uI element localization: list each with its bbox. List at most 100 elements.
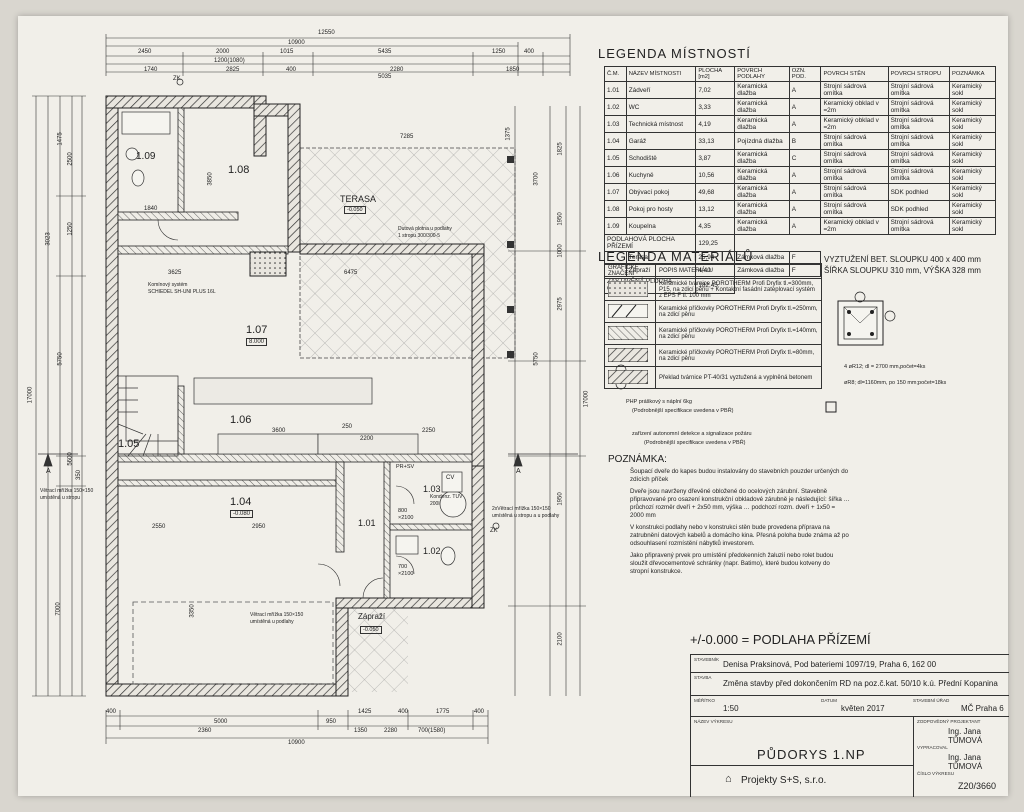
porch-level: -0.050 [360, 626, 382, 634]
section-a-right: A [516, 468, 521, 475]
dimension-lines-right [508, 106, 586, 696]
dim-bottom-2360: 2360 [198, 728, 212, 734]
column-rebar-2: øR8; dl=1160mm, po 150 mm;počet=18ks [844, 380, 947, 386]
cell: Keramický sokl [948, 166, 997, 184]
dim-left-1250: 1250 [67, 222, 74, 236]
cell: Pojízdná dlažba [734, 132, 790, 150]
room-label-1.06: 1.06 [230, 414, 252, 426]
cell: Keramický obklad v =2m [820, 217, 889, 235]
tb-label: DATUM [821, 698, 837, 703]
note-vent-2: Větrací mřížka 150×150 [250, 612, 304, 618]
garage-door-line [132, 601, 334, 685]
cell: Technická místnost [625, 115, 697, 133]
dim-top-1850: 1850 [506, 67, 520, 73]
drawing-sheet: 1.09 1.08 1.07 8.000 1.06 1.05 1.04 -0.0… [18, 16, 1009, 797]
cell: A [788, 98, 822, 116]
room-legend-header: Č.M. NÁZEV MÍSTNOSTI PLOCHA [m2] POVRCH … [604, 66, 997, 82]
door-size-1: 800 [398, 508, 408, 514]
swatch-hatch-80 [604, 344, 656, 367]
cell: Koupelna [625, 217, 697, 235]
chimney [249, 251, 287, 277]
room-label-1.04: 1.04 [230, 496, 252, 508]
cell: 1.07 [604, 183, 627, 201]
cell: Keramická dlažba [734, 115, 790, 133]
room-label-1.03: 1.03 [423, 484, 441, 494]
cell: Keramická dlažba [734, 81, 790, 99]
dim-inner-2550: 2550 [152, 524, 166, 530]
dimension-lines-left [32, 95, 86, 697]
porch-label: Zápraží [358, 612, 386, 621]
bathroom-fixtures [121, 111, 467, 566]
cell: Strojní sádrová omítka [887, 217, 950, 235]
tb-label: MĚŘÍTKO [694, 698, 715, 703]
header-cell: Č.M. [604, 66, 627, 82]
cell: Keramický sokl [948, 200, 997, 218]
section-a-left: A [46, 468, 51, 475]
dim-top-total: 12550 [318, 30, 335, 36]
dim-right-1825: 1825 [557, 142, 564, 156]
table-row: Keramické příčkovky POROTHERM Profi Dryf… [604, 322, 822, 345]
dim-inner-3350: 3350 [189, 604, 196, 618]
symbol-eps-2: (Podrobnější specifikace uvedena v PBŘ) [644, 440, 746, 446]
cell [735, 235, 996, 252]
dim-bottom-1350: 1350 [354, 728, 368, 734]
cell: SDK podhled [887, 200, 950, 218]
dim-right-3700: 3700 [533, 172, 540, 186]
header-cell: GRAFICKÉ ZNAČENÍ [604, 263, 656, 279]
swatch-hatch-250 [604, 300, 656, 323]
dim-inner-3625: 3625 [168, 270, 182, 276]
note-paragraph: V konstrukci podlahy nebo v konstrukci s… [630, 524, 849, 547]
dim-bottom-950: 950 [326, 719, 337, 725]
date-value: květen 2017 [841, 704, 885, 713]
note-vent-1: Větrací mřížka 150×150 [40, 488, 94, 494]
column-detail [615, 291, 896, 413]
cell: B [788, 132, 822, 150]
dim-right-1950b: 1950 [557, 212, 564, 226]
legend-rooms-title: LEGENDA MÍSTNOSTÍ [598, 46, 751, 61]
stavba-value: Změna stavby před dokončením RD na poz.č… [723, 679, 998, 688]
dimension-lines-top [105, 34, 571, 76]
project-value: Ing. Jana TŮMOVÁ [948, 727, 983, 745]
cell: Překlad tvárnice PT-40/31 vyztužená a vy… [655, 366, 822, 389]
dim-left-5750: 5750 [57, 352, 64, 366]
columns [507, 156, 514, 358]
cell: 4,19 [695, 115, 736, 133]
symbol-php-2: (Podrobnější specifikace uvedena v PBŘ) [632, 408, 734, 414]
tb-row-stavba: STAVBA Změna stavby před dokončením RD n… [691, 673, 1009, 696]
tb-row-scale: MĚŘÍTKO 1:50 DATUM květen 2017 STAVEBNÍ … [691, 696, 1009, 717]
level-note: +/-0.000 = PODLAHA PŘÍZEMÍ [690, 632, 871, 647]
dim-bottom-700: 700(1580) [418, 728, 446, 734]
cell: Keramické příčkovky POROTHERM Profi Dryf… [655, 344, 822, 367]
dim-inner-3600: 3600 [272, 428, 286, 434]
cell: Strojní sádrová omítka [820, 166, 889, 184]
dim-top-5435: 5435 [378, 49, 392, 55]
cell: A [788, 115, 822, 133]
dim-top-1015: 1015 [280, 49, 294, 55]
room-level-1.07: 8.000 [246, 338, 268, 346]
cell: A [788, 166, 822, 184]
cell: A [788, 200, 822, 218]
dim-left-350: 350 [76, 469, 83, 481]
dim-bottom-1775: 1775 [436, 709, 450, 715]
header-cell: POVRCH STROPU [887, 66, 950, 82]
cell: 1.02 [604, 98, 627, 116]
dim-inner-2250: 2250 [422, 428, 436, 434]
cell: A [788, 81, 822, 99]
dim-bottom-400c: 400 [474, 709, 485, 715]
dim-top-5035: 5035 [378, 74, 392, 80]
cell: 49,68 [695, 183, 736, 201]
tb-label: VYPRACOVAL [917, 745, 948, 750]
tb-label: STAVEBNÍ ÚŘAD [913, 698, 950, 703]
table-row: Překlad tvárnice PT-40/31 vyztužená a vy… [604, 366, 822, 389]
dim-top-2825: 2825 [226, 67, 240, 73]
cell: 7,02 [695, 81, 736, 99]
cell: 1.08 [604, 200, 627, 218]
note-paragraph: Šoupací dveře do kapes budou instalovány… [630, 468, 849, 483]
tb-divider [691, 765, 913, 766]
room-label-1.09: 1.09 [136, 151, 156, 162]
dim-top-1250: 1250 [492, 49, 506, 55]
